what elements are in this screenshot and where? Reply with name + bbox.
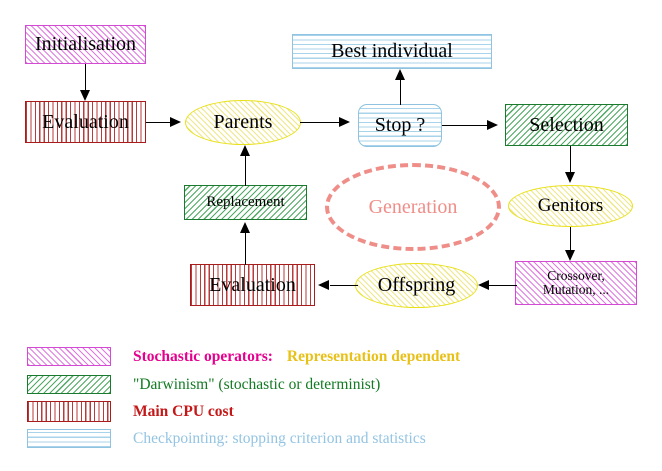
legend-label-text: Main CPU cost <box>133 402 234 420</box>
node-genitors[interactable]: Genitors <box>508 185 633 227</box>
node-replacement-label: Replacement <box>206 193 285 210</box>
legend-swatch-green-diagonal-hatch-icon <box>27 375 111 394</box>
node-evaluation-bottom[interactable]: Evaluation <box>190 264 315 306</box>
node-crossover-mutation[interactable]: Crossover, Mutation, ... <box>515 261 637 305</box>
legend-swatch-red-vertical-hatch-icon <box>27 401 111 422</box>
node-best-individual-label: Best individual <box>331 40 453 62</box>
edge-parents-to-stop <box>300 122 342 124</box>
node-crossover-mutation-label: Crossover, Mutation, ... <box>542 267 610 297</box>
edge-replacement-to-parents <box>245 155 247 186</box>
node-generation: Generation <box>325 163 501 251</box>
arrowhead-genitors-to-crossover <box>564 250 575 261</box>
legend-label: Main CPU cost <box>133 403 234 421</box>
legend-label: Stochastic operators: Representation depe… <box>133 348 460 366</box>
edge-evaluation-to-parents <box>146 122 173 124</box>
legend-swatch-magenta-diagonal-hatch-icon <box>27 347 111 366</box>
legend-label-text: "Darwinism" (stochastic or determinist) <box>133 375 381 393</box>
legend-row: "Darwinism" (stochastic or determinist) <box>27 375 380 394</box>
edge-offspring-to-evaluation <box>330 285 358 287</box>
node-stop[interactable]: Stop ? <box>358 104 442 147</box>
edge-selection-to-genitors <box>570 146 572 176</box>
node-selection[interactable]: Selection <box>505 104 628 146</box>
arrowhead-stop-to-selection <box>487 120 498 130</box>
legend-label-text: Stochastic operators: <box>133 347 273 365</box>
node-genitors-label: Genitors <box>537 195 604 217</box>
arrowhead-initialisation-to-evaluation <box>79 90 90 101</box>
node-evaluation-top[interactable]: Evaluation <box>25 101 146 143</box>
edge-stop-to-best-individual <box>400 78 402 105</box>
node-best-individual[interactable]: Best individual <box>292 34 492 69</box>
arrowhead-evaluation-to-replacement <box>239 222 250 233</box>
arrowhead-crossover-to-offspring <box>478 280 489 290</box>
arrowhead-stop-to-best-individual <box>394 69 405 80</box>
legend-row: Checkpointing: stopping criterion and st… <box>27 429 426 448</box>
edge-genitors-to-crossover <box>570 227 572 253</box>
legend-row: Stochastic operators: Representation depe… <box>27 347 460 366</box>
arrowhead-selection-to-genitors <box>564 172 575 183</box>
arrowhead-parents-to-stop <box>339 117 350 127</box>
node-parents[interactable]: Parents <box>185 100 301 145</box>
node-stop-label: Stop ? <box>374 114 426 136</box>
node-selection-label: Selection <box>529 113 604 136</box>
edge-initialisation-to-evaluation <box>85 64 87 93</box>
legend-label-text-secondary: Representation dependent <box>286 347 461 365</box>
edge-evaluation-to-replacement <box>245 232 247 265</box>
legend-label: "Darwinism" (stochastic or determinist) <box>133 376 380 394</box>
node-replacement[interactable]: Replacement <box>184 185 307 220</box>
node-parents-label: Parents <box>213 111 273 133</box>
edge-crossover-to-offspring <box>489 285 517 287</box>
edge-stop-to-selection <box>442 125 488 127</box>
node-evaluation-bottom-label: Evaluation <box>209 273 296 296</box>
arrowhead-evaluation-to-parents <box>170 117 181 127</box>
legend-row: Main CPU cost <box>27 401 234 422</box>
arrowhead-offspring-to-evaluation <box>318 280 329 290</box>
legend-label-text: Checkpointing: stopping criterion and st… <box>133 429 426 447</box>
legend-swatch-blue-horizontal-hatch-icon <box>27 429 111 448</box>
node-generation-label: Generation <box>368 195 458 218</box>
node-evaluation-top-label: Evaluation <box>42 110 129 133</box>
node-offspring[interactable]: Offspring <box>355 263 478 308</box>
arrowhead-replacement-to-parents <box>239 145 250 156</box>
node-initialisation-label: Initialisation <box>34 33 137 55</box>
legend-label: Checkpointing: stopping criterion and st… <box>133 430 426 448</box>
node-initialisation[interactable]: Initialisation <box>25 25 146 64</box>
node-offspring-label: Offspring <box>377 274 456 296</box>
